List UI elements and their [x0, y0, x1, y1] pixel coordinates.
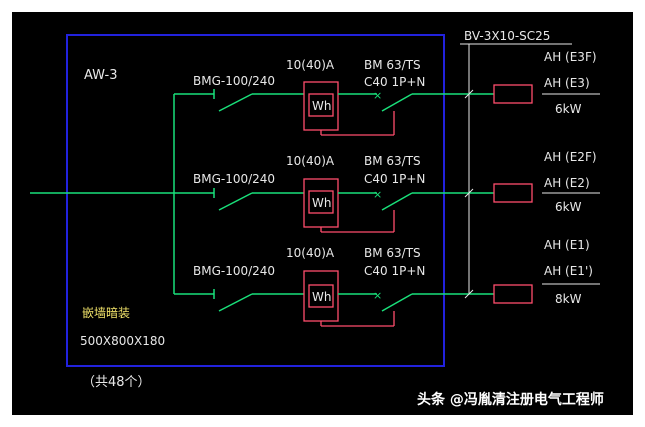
panel-mounting-note: 嵌墙暗装 — [82, 305, 130, 320]
breaker-label: BMG-100/240 — [193, 172, 275, 186]
mcb-blade — [381, 192, 413, 211]
watermark: 头条 @冯胤清注册电气工程师 — [417, 391, 604, 408]
load-label: AH (E2F) — [544, 150, 597, 164]
meter-rating: 10(40)A — [286, 58, 335, 72]
load-box — [493, 84, 533, 104]
circuit-row: BMG-100/240 10(40)A Wh × BM 63/TS C40 1P… — [174, 150, 600, 233]
panel-name: AW-3 — [84, 68, 117, 83]
meter-label: Wh — [312, 290, 331, 304]
mcb-rating: C40 1P+N — [364, 75, 425, 89]
cable-tick — [464, 89, 474, 99]
load-power: 6kW — [555, 102, 582, 116]
meter-label: Wh — [312, 99, 331, 113]
load-box — [493, 284, 533, 304]
breaker-blade — [218, 192, 253, 211]
meter-inner — [308, 93, 334, 117]
mcb-cross-mark: × — [373, 188, 382, 201]
circuit-row: BMG-100/240 10(40)A Wh × BM 63/TS C40 1P… — [174, 238, 600, 327]
meter-inner — [308, 284, 334, 308]
mcb-rating: C40 1P+N — [364, 264, 425, 278]
panel-quantity: （共48个） — [82, 375, 151, 390]
mcb-cross-mark: × — [373, 89, 382, 102]
load-label: AH (E1) — [544, 238, 590, 252]
load-power: 6kW — [555, 200, 582, 214]
load-power: 8kW — [555, 292, 582, 306]
cable-tick — [464, 188, 474, 198]
panel-dimensions: 500X800X180 — [80, 334, 165, 348]
mcb-model: BM 63/TS — [364, 58, 421, 72]
breaker-label: BMG-100/240 — [193, 264, 275, 278]
load-box — [493, 183, 533, 203]
mcb-blade — [381, 93, 413, 112]
feeder-cable-label: BV-3X10-SC25 — [464, 29, 550, 43]
mcb-model: BM 63/TS — [364, 246, 421, 260]
breaker-blade — [218, 93, 253, 112]
mcb-model: BM 63/TS — [364, 154, 421, 168]
meter-inner — [308, 190, 334, 214]
circuit-row: BMG-100/240 10(40)A Wh × BM 63/TS C40 1P… — [174, 50, 600, 136]
cad-drawing-area: AW-3 嵌墙暗装 500X800X180 （共48个） BV-3X10-SC2… — [12, 12, 633, 415]
mcb-cross-mark: × — [373, 289, 382, 302]
meter-rating: 10(40)A — [286, 246, 335, 260]
mcb-rating: C40 1P+N — [364, 172, 425, 186]
meter-label: Wh — [312, 196, 331, 210]
load-label: AH (E1') — [544, 264, 593, 278]
meter-rating: 10(40)A — [286, 154, 335, 168]
mcb-blade — [381, 293, 413, 312]
panel-boundary — [66, 34, 445, 367]
breaker-label: BMG-100/240 — [193, 74, 275, 88]
distribution-schematic: AW-3 嵌墙暗装 500X800X180 （共48个） BV-3X10-SC2… — [30, 29, 604, 408]
load-label: AH (E3) — [544, 76, 590, 90]
cable-tick — [464, 289, 474, 299]
load-label: AH (E3F) — [544, 50, 597, 64]
breaker-blade — [218, 293, 253, 312]
load-label: AH (E2) — [544, 176, 590, 190]
